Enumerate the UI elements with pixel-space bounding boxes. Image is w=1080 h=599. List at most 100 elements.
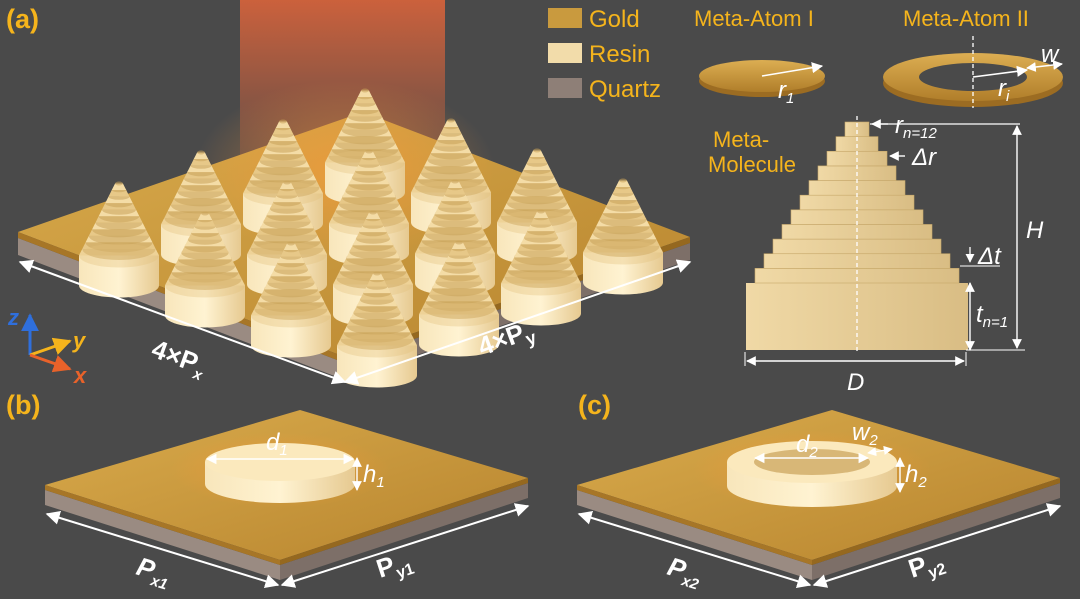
panel-b-label: (b) [6, 390, 40, 420]
cone-step [272, 128, 294, 135]
height-label: H [1026, 217, 1044, 244]
meta-atom-1-title: Meta-Atom I [694, 6, 814, 31]
meta-atom-2-radius-arrow [972, 65, 1029, 78]
meta-atom-1-radius-arrow [761, 62, 824, 77]
panel-b-unit-cell: d1 h1 Px1 Py1 [45, 410, 530, 594]
x-axis-arrow [29, 353, 72, 373]
panel-c-height-label: h2 [905, 461, 927, 491]
cone-step-edge [447, 118, 455, 123]
cone-base-rim [165, 273, 245, 298]
panel-b-px-label: Px1 [132, 551, 174, 593]
panel-c-width-line [867, 445, 893, 457]
legend-swatch-resin [548, 43, 582, 63]
cone-step [444, 188, 466, 195]
material-legend: Gold Resin Quartz [548, 6, 661, 103]
z-axis-label: z [7, 305, 19, 330]
cone-step-edge [373, 271, 381, 276]
cone-step [529, 150, 545, 158]
meta-atom-2-width-arrow [1026, 60, 1063, 72]
panel-c-label: (c) [578, 390, 611, 420]
panel-a-label: (a) [6, 4, 39, 34]
panel-b-py-line [280, 503, 530, 588]
panel-b-diameter-label: d1 [266, 429, 288, 459]
cone-step-edge [369, 210, 377, 215]
cone-base-rim [583, 240, 663, 265]
cone-base-rim [419, 302, 499, 327]
cone-step-edge [451, 179, 459, 184]
cone-step [354, 97, 376, 104]
cone-step-edge [361, 88, 369, 93]
panel-b-py-label: Py1 [373, 544, 417, 587]
array-px-dimension-line [18, 259, 347, 385]
staircase-step [844, 121, 870, 137]
meta-atom-1: Meta-Atom I r1 [694, 6, 825, 107]
cone-step-edge [619, 178, 627, 183]
cone-base-rim [501, 271, 581, 296]
cone-step [357, 90, 373, 98]
legend-label-gold: Gold [589, 6, 640, 33]
cone-step-edge [537, 209, 545, 214]
cone-step [533, 211, 549, 219]
panel-c-width-label: w2 [852, 419, 878, 449]
cone-step-edge [287, 241, 295, 246]
legend-label-resin: Resin [589, 41, 650, 68]
cone-step [276, 189, 298, 196]
cone-step [530, 218, 552, 225]
cone-step [193, 152, 209, 160]
cone-step [358, 158, 380, 165]
cone-step [615, 180, 631, 188]
t-n1-label: tn=1 [976, 301, 1008, 331]
panel-c-px-label: Px2 [663, 551, 706, 594]
legend-label-quartz: Quartz [589, 76, 661, 103]
x-axis-label: x [73, 363, 87, 388]
cone-step [280, 250, 302, 257]
legend-swatch-gold [548, 8, 582, 28]
legend-swatch-quartz [548, 78, 582, 98]
panel-b-px-line [45, 511, 280, 588]
y-axis-arrow [29, 337, 72, 357]
cone-step [612, 187, 634, 194]
diameter-label: D [847, 369, 864, 396]
meta-molecule-cone [497, 148, 577, 265]
cone-step [275, 121, 291, 129]
coordinate-axes: z y x [7, 305, 87, 388]
cone-step-edge [279, 119, 287, 124]
cone-step-edge [115, 181, 123, 186]
panel-c-py-line [812, 503, 1062, 588]
cone-step-edge [283, 180, 291, 185]
meta-molecule-cone [583, 178, 663, 295]
cone-step [365, 212, 381, 220]
meta-atom-2-title: Meta-Atom II [903, 6, 1029, 31]
panel-c-unit-cell: d2 w2 h2 Px2 Py2 [577, 410, 1062, 594]
cone-base-rim [337, 333, 417, 358]
cone-step-edge [201, 211, 209, 216]
meta-atom-2-width-label: w [1041, 41, 1060, 68]
cone-base-rim [79, 243, 159, 268]
delta-t-label: Δt [977, 243, 1002, 270]
rn12-label: rn=12 [895, 112, 937, 142]
cone-step-edge [197, 150, 205, 155]
cone-step-edge [365, 149, 373, 154]
meta-atom-2: Meta-Atom II ri w [883, 6, 1063, 108]
cone-step [190, 159, 212, 166]
cone-step [194, 220, 216, 227]
cone-step [362, 219, 384, 226]
meta-molecule-title-line2: Molecule [708, 152, 796, 177]
cone-step [526, 157, 548, 164]
meta-atom-2-radius-label: ri [998, 75, 1010, 105]
panel-c-px-line [577, 511, 812, 588]
cone-step [279, 182, 295, 190]
cone-step [447, 181, 463, 189]
y-axis-label: y [72, 328, 87, 353]
meta-atom-1-radius-label: r1 [778, 77, 794, 107]
cone-step [448, 249, 470, 256]
cone-step [108, 190, 130, 197]
cone-step [197, 213, 213, 221]
panel-b-height-label: h1 [363, 461, 385, 491]
cone-step [283, 243, 299, 251]
array-px-label: 4×Px [147, 333, 211, 384]
cone-base-rim [251, 303, 331, 328]
cone-step [443, 120, 459, 128]
cone-step-edge [455, 240, 463, 245]
